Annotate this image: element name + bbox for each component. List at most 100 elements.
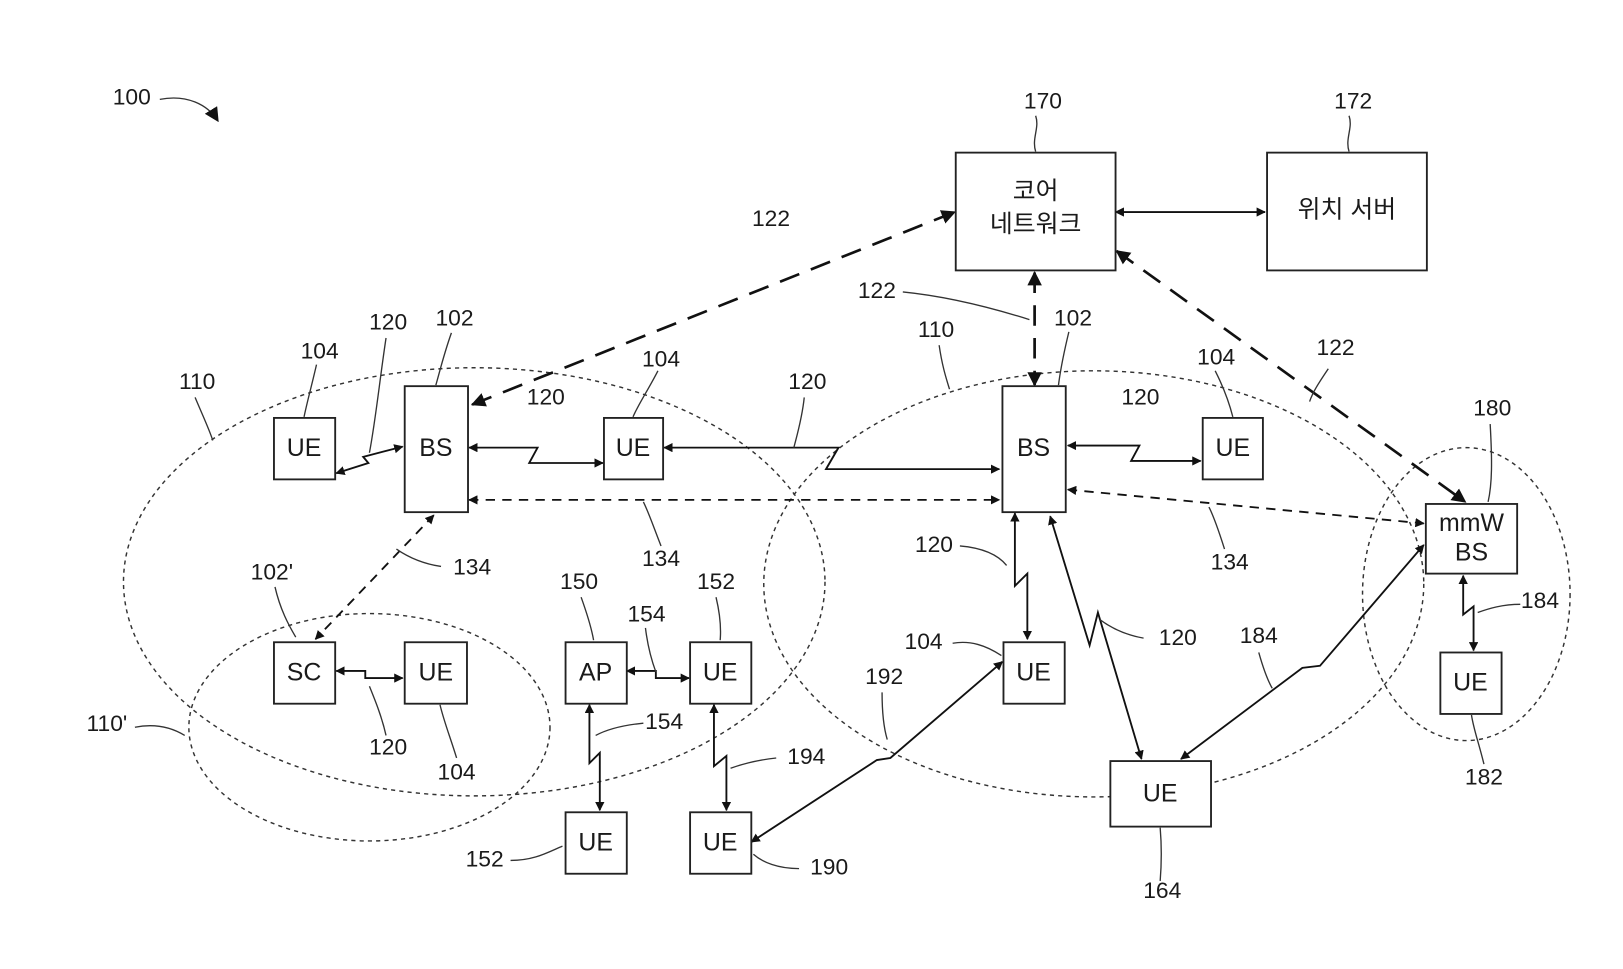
label-120-sc-ue: 120 [369,734,407,760]
mmw-base-station[interactable]: mmW BS [1426,504,1517,574]
label-192: 192 [865,663,903,689]
leader-120-bs-ue-164 [1100,620,1144,638]
label-120-right: 120 [1121,384,1159,410]
ue-label: UE [419,660,454,687]
label-120-bs-ue-left: 120 [527,384,565,410]
leader-192 [882,692,887,739]
label-134-left: 134 [453,554,491,580]
leader-102-left [436,333,452,385]
leader-104-bottom-right [953,642,1002,655]
leader-120-sc-ue [369,686,386,735]
label-122-top: 122 [752,205,790,231]
ue-label: UE [1453,670,1488,697]
ue-label: UE [287,435,322,462]
leader-110-right [939,345,949,389]
leader-164 [1160,828,1161,881]
ue-box-ap[interactable]: UE [690,642,751,703]
label-152-bottom: 152 [466,846,504,872]
location-server-box[interactable]: 위치 서버 [1267,153,1427,271]
ue-box-190[interactable]: UE [690,812,751,873]
link-184-ue-mmw [1181,545,1424,759]
base-station-right[interactable]: BS [1002,386,1065,512]
small-cell-box[interactable]: SC [274,642,335,703]
link-120-ue-bs-cross [664,448,999,470]
ue-box-bs-right-down[interactable]: UE [1003,642,1064,703]
label-102-prime: 102' [251,559,293,585]
link-154-ap-ue-down [589,705,599,811]
label-122-center: 122 [858,277,896,303]
ue-label: UE [703,830,738,857]
leader-120-bs-ue-down [960,546,1007,565]
backhaul-134-bs-mmw [1068,490,1424,524]
label-120-center: 120 [788,368,826,394]
label-104-right: 104 [1197,344,1235,370]
mmw-bs-label-line2: BS [1455,540,1488,567]
link-184-mmw-ue [1463,576,1473,651]
label-104-bottom-left: 104 [438,758,476,784]
mmw-bs-label-line1: mmW [1439,510,1505,537]
label-110-left: 110 [179,368,215,394]
backhaul-122-left [472,212,955,405]
ue-box-sc[interactable]: UE [405,642,467,703]
label-184-left: 184 [1240,622,1278,648]
leader-102-prime [275,587,296,637]
core-network-label-line1: 코어 [1013,178,1059,205]
label-172: 172 [1334,88,1372,114]
ue-box-right-1[interactable]: UE [1203,418,1263,479]
leader-134-right [1209,507,1225,549]
ue-box-164[interactable]: UE [1110,761,1211,827]
base-station-right-label: BS [1017,435,1050,462]
coverage-area-110-prime [189,614,550,841]
access-point-box[interactable]: AP [566,642,627,703]
leader-150 [581,597,593,640]
ue-label: UE [1016,660,1051,687]
label-104-left: 104 [301,337,339,363]
ue-box-152-bottom[interactable]: UE [566,812,627,873]
label-102-right: 102 [1054,305,1092,331]
label-104-bottom-right: 104 [905,628,943,654]
ue-box-center-1[interactable]: UE [604,418,663,479]
leader-172 [1348,116,1350,152]
label-170: 170 [1024,88,1062,114]
ue-label: UE [578,830,613,857]
link-194-ue-ue [714,705,726,811]
leader-120-top-left [369,338,386,453]
label-134-right: 134 [1211,548,1249,574]
label-120-bs-ue-down: 120 [915,531,953,557]
leader-104-left [304,365,316,417]
label-110-prime: 110' [87,710,128,736]
link-120-sc-ue [336,671,402,678]
label-104-center: 104 [642,346,680,372]
location-server-label: 위치 서버 [1298,196,1397,224]
label-122-right: 122 [1317,334,1355,360]
leader-134-center [643,502,661,546]
leader-104-center [633,371,658,417]
small-cell-label: SC [287,660,322,687]
ue-label: UE [703,660,738,687]
ue-box-left-1[interactable]: UE [274,418,335,479]
core-network-label-line2: 네트워크 [990,210,1082,238]
leader-180 [1488,424,1491,502]
core-network-box[interactable]: 코어 네트워크 [956,153,1116,271]
leader-110-prime [135,726,185,736]
label-102-left: 102 [435,305,473,331]
ue-box-mmw[interactable]: UE [1440,652,1501,713]
label-164: 164 [1143,877,1181,903]
base-station-left[interactable]: BS [405,386,468,512]
leader-154-top [645,628,655,672]
leader-194 [731,758,777,768]
leader-110-left [195,397,213,440]
link-154-ap-ue [627,671,689,678]
link-120-bs-ue [469,448,603,463]
coverage-area-110-right [764,371,1424,797]
label-154-top: 154 [627,601,665,627]
label-184-right: 184 [1521,587,1559,613]
label-150: 150 [560,568,598,594]
ue-label: UE [616,435,651,462]
leader-184-right [1478,604,1521,612]
leader-104-right [1215,371,1233,417]
ue-label: UE [1143,780,1178,807]
link-120-bs-ue-down [1015,513,1027,639]
label-180: 180 [1473,395,1511,421]
label-152-top: 152 [697,568,735,594]
